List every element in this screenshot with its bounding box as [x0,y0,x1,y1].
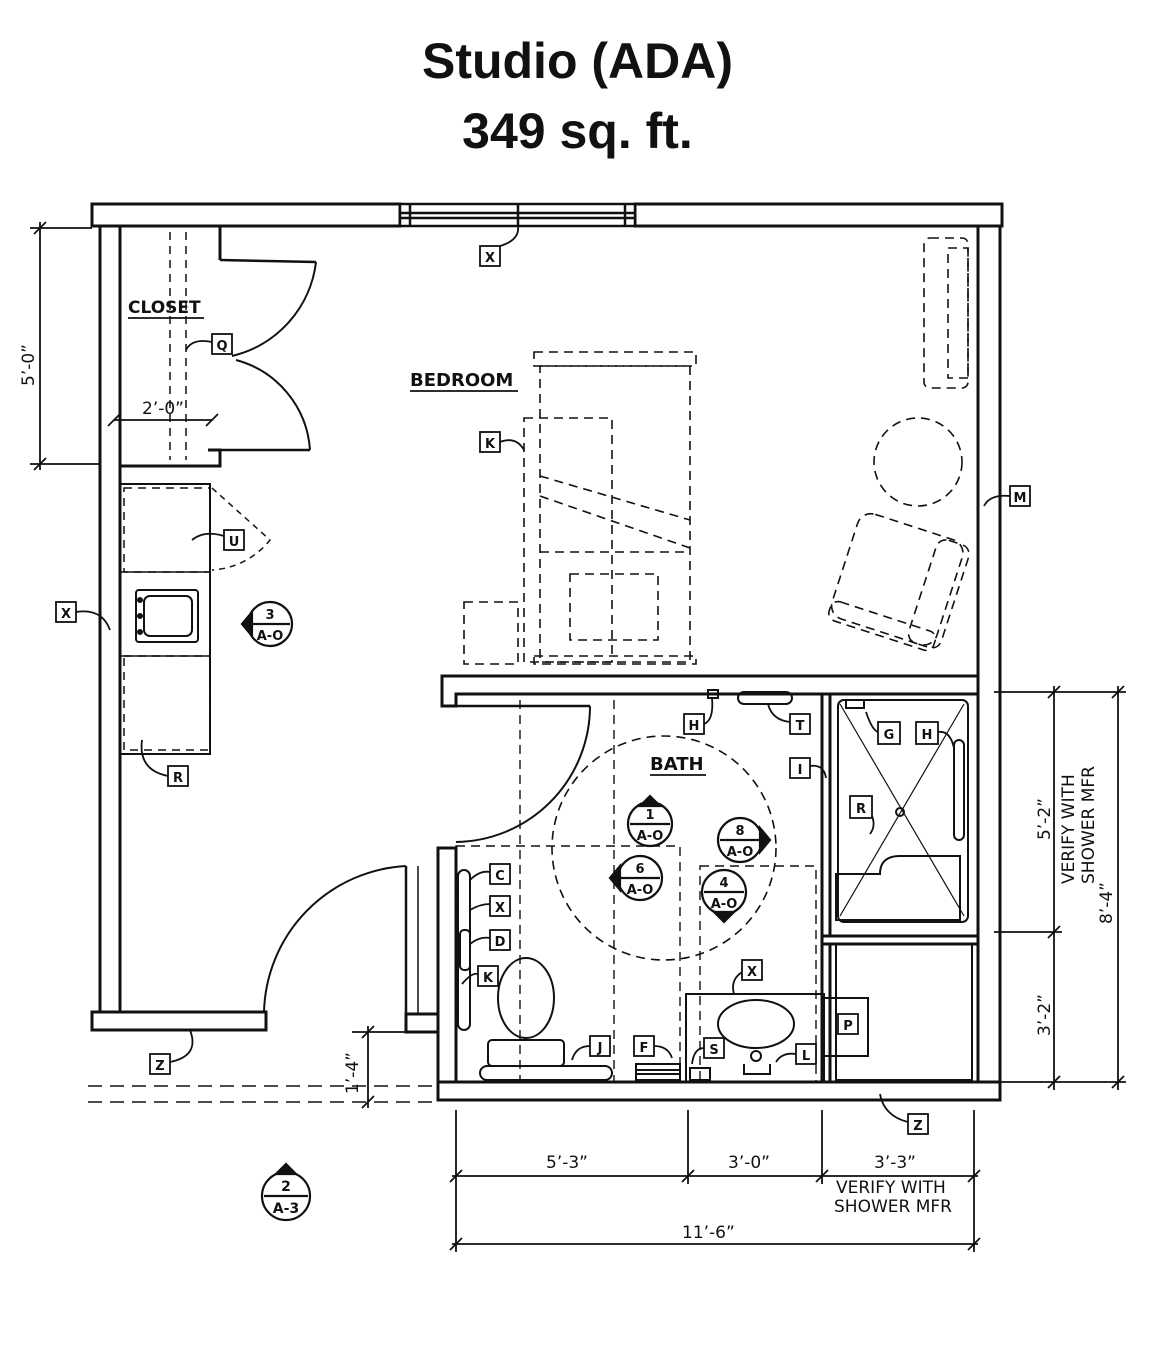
dim-bath-w3: 3’-3” [874,1153,916,1173]
svg-text:4: 4 [719,876,728,891]
svg-text:X: X [495,901,505,916]
section-marker: 8 A-O [716,816,772,864]
tag-entry: Z [149,1029,194,1075]
svg-text:R: R [856,802,866,817]
room-label-bath: BATH [650,754,704,775]
tag-bath-l: L [775,1043,817,1065]
closet [120,224,317,468]
svg-text:M: M [1014,491,1027,506]
room-label-bedroom: BEDROOM [410,370,513,391]
svg-text:S: S [709,1043,718,1058]
section-marker: 3 A-O [240,600,294,648]
svg-text:P: P [843,1019,853,1034]
entry-doors [263,704,591,1014]
tag-bath-t: T [767,703,811,735]
tag-bath-h: H [683,697,714,735]
svg-text:C: C [495,869,505,884]
bedroom-furniture [463,237,970,665]
svg-text:F: F [640,1041,649,1056]
tag-bath-p: P [837,1013,859,1035]
svg-text:H: H [922,728,933,743]
svg-text:T: T [796,719,805,734]
svg-text:U: U [229,535,240,550]
tag-kitchen-floor: R [140,739,189,787]
dim-bath-w2: 3’-0” [728,1153,770,1173]
section-marker: 6 A-O [608,854,664,902]
tag-bath-f: F [633,1035,673,1059]
svg-text:D: D [495,935,506,950]
dim-verify-horizontal-1: VERIFY WITH [836,1178,946,1198]
svg-text:K: K [483,971,494,986]
svg-text:X: X [61,607,71,622]
window [398,202,637,228]
room-label-closet: CLOSET [128,298,201,318]
tag-east-wall: M [983,485,1031,507]
svg-text:L: L [802,1049,810,1064]
svg-text:J: J [597,1041,603,1056]
tag-bath-k: K [461,965,499,987]
tag-bath-d: D [469,929,511,951]
tag-bath-c: C [469,863,511,885]
svg-text:A-O: A-O [637,829,664,844]
dim-shower-height: 5’-2” [1035,798,1055,840]
svg-text:Z: Z [913,1119,922,1134]
dimension-lines [30,221,1126,1252]
dim-verify-vertical-2: SHOWER MFR [1079,766,1099,884]
dim-bath-total: 11’-6” [682,1223,735,1243]
svg-text:A-3: A-3 [273,1201,299,1217]
svg-text:6: 6 [635,862,644,877]
svg-text:1: 1 [645,808,654,823]
svg-text:2: 2 [281,1179,291,1195]
tag-shower-g: G [865,711,901,745]
dim-bath-w1: 5’-3” [546,1153,588,1173]
svg-text:3: 3 [265,608,274,623]
section-marker: 4 A-O [700,868,748,924]
tag-bath-x: X [469,895,511,917]
tag-shower-r: R [849,795,875,835]
plan-title: Studio (ADA) [421,33,734,89]
svg-text:A-O: A-O [627,883,654,898]
svg-text:K: K [485,437,496,452]
dim-closet-height: 5’-0” [19,344,39,386]
tag-kitchen-cabinet: U [191,529,245,551]
tag-bath-x2: X [732,959,763,995]
tag-bath-i: I [789,757,827,779]
tag-shower-z: Z [879,1093,929,1135]
tag-window: X [479,225,520,267]
dim-closet-width: 2’-0” [142,399,184,419]
tag-bath-s: S [691,1037,725,1065]
tag-kitchen-wall: X [55,601,111,631]
kitchenette [119,483,272,755]
dim-offset: 1’-4” [343,1052,363,1094]
svg-text:G: G [884,728,895,743]
svg-text:X: X [747,965,757,980]
dim-verify-horizontal-2: SHOWER MFR [834,1197,952,1217]
section-marker: 2 A-3 [260,1162,312,1222]
plan-area: 349 sq. ft. [462,103,693,159]
svg-text:Z: Z [155,1059,164,1074]
svg-text:A-O: A-O [727,845,754,860]
svg-text:X: X [485,251,495,266]
tag-bed: K [479,431,525,453]
dim-verify-vertical-1: VERIFY WITH [1059,774,1079,884]
svg-text:A-O: A-O [711,897,738,912]
svg-text:Q: Q [216,339,227,354]
tag-bath-j: J [571,1035,611,1061]
svg-text:I: I [798,763,803,778]
tag-closet: Q [185,333,233,355]
dim-total-height: 8’-4” [1097,882,1117,924]
dim-lower-height: 3’-2” [1035,994,1055,1036]
svg-text:8: 8 [735,824,744,839]
bath-fixtures [455,689,979,1083]
svg-text:R: R [173,771,183,786]
svg-text:H: H [689,719,700,734]
svg-text:A-O: A-O [257,629,284,644]
section-marker: 1 A-O [626,794,674,848]
tag-shower-h: H [915,721,955,749]
